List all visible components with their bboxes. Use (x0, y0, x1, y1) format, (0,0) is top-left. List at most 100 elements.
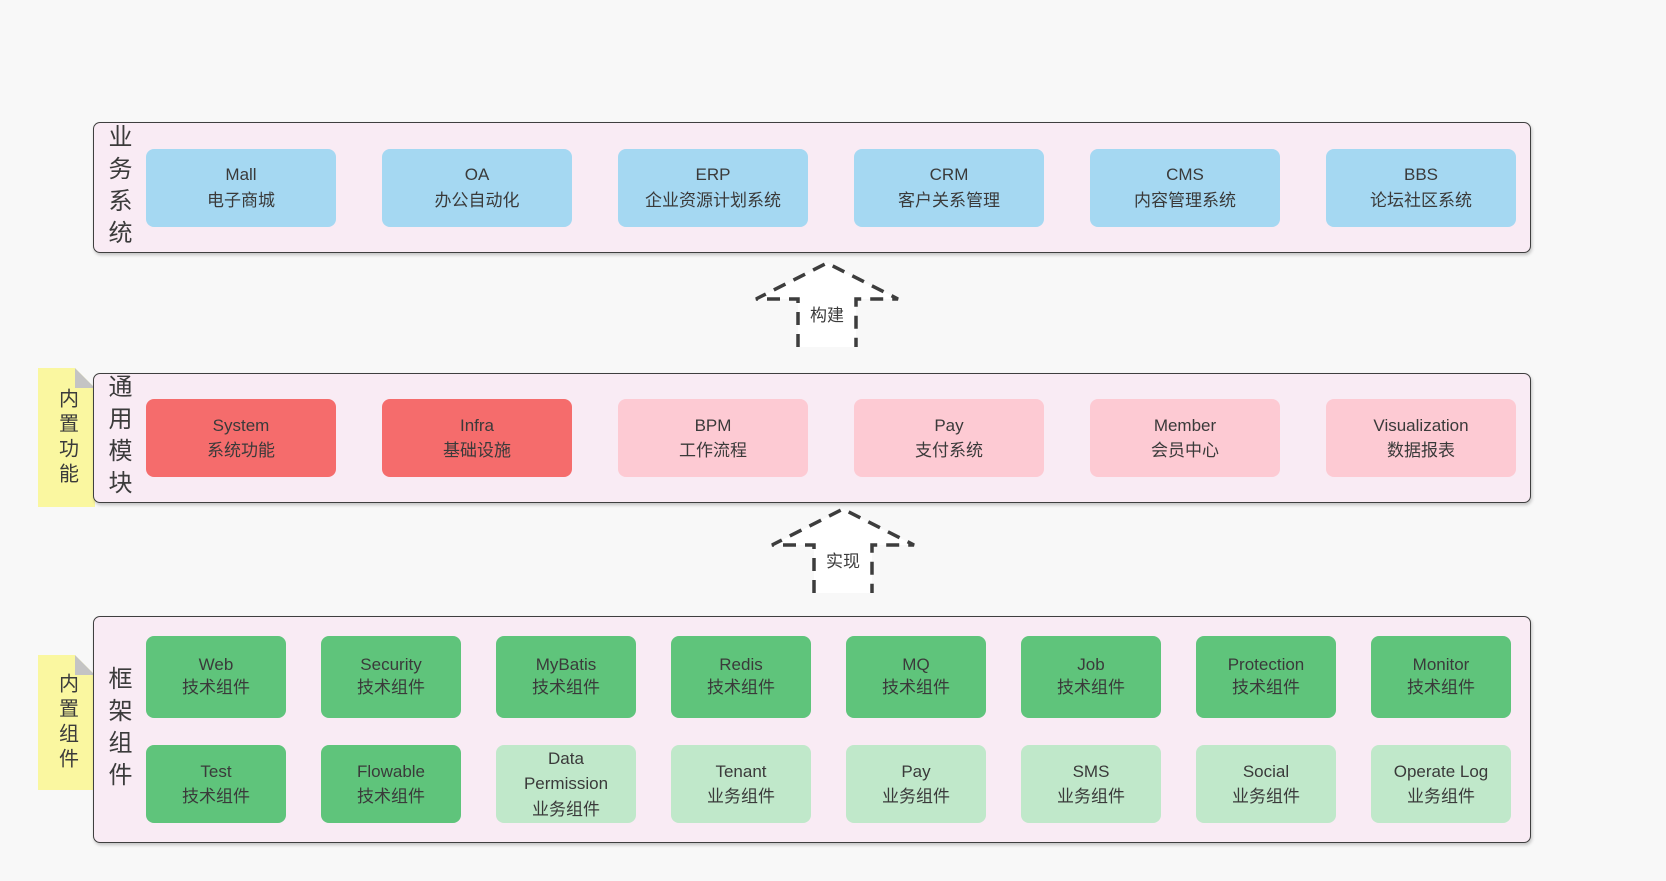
node-line: 技术组件 (532, 678, 600, 697)
node-bpm: BPM 工作流程 (618, 399, 808, 477)
node-cms: CMS 内容管理系统 (1090, 148, 1280, 227)
node-flowable: Flowable 技术组件 (321, 745, 461, 823)
node-line: BPM (694, 415, 732, 435)
node-line: 业务组件 (1057, 787, 1125, 806)
node-bbs: BBS 论坛社区系统 (1326, 148, 1516, 227)
node-redis: Redis 技术组件 (671, 636, 811, 718)
node-mybatis: MyBatis 技术组件 (496, 636, 636, 718)
node-pay: Pay 业务组件 (846, 745, 986, 823)
node-line: 业务组件 (532, 799, 600, 819)
node-tenant: Tenant 业务组件 (671, 745, 811, 823)
node-line: Infra (459, 415, 495, 435)
node-line: 业务组件 (882, 787, 950, 806)
arrow-label: 构建 (806, 300, 848, 327)
node-visualization: Visualization 数据报表 (1326, 399, 1516, 477)
node-line: 基础设施 (443, 441, 511, 460)
node-line: 技术组件 (357, 678, 425, 697)
node-line: Monitor (1412, 655, 1470, 675)
arrow-implement: 实现 (768, 506, 918, 596)
band-side-label: 业务系统 (104, 123, 131, 252)
sticky-note-label: 内置组件 (55, 672, 78, 773)
node-job: Job 技术组件 (1021, 636, 1161, 718)
node-line: 会员中心 (1151, 441, 1219, 460)
node-social: Social 业务组件 (1196, 745, 1336, 823)
node-test: Test 技术组件 (146, 745, 286, 823)
node-line: Tenant (715, 761, 767, 781)
node-mq: MQ 技术组件 (846, 636, 986, 718)
sticky-note-built-in-components: 内置组件 (38, 655, 95, 790)
sticky-fold-icon (75, 368, 95, 388)
node-line: Flowable (356, 761, 426, 781)
node-line: SMS (1072, 761, 1110, 781)
node-line: MyBatis (535, 655, 597, 675)
node-monitor: Monitor 技术组件 (1371, 636, 1511, 718)
band-side-label: 通用模块 (104, 374, 131, 502)
node-line: 论坛社区系统 (1370, 190, 1472, 210)
node-line: 技术组件 (707, 678, 775, 697)
node-line: Data (548, 748, 584, 768)
node-line: 技术组件 (882, 678, 950, 697)
node-line: CRM (929, 165, 969, 184)
node-line: OA (464, 165, 490, 184)
node-line: Job (1077, 655, 1105, 675)
node-line: 技术组件 (1232, 678, 1300, 697)
band-side-label: 框架组件 (104, 665, 131, 794)
node-line: Protection (1227, 655, 1305, 675)
node-line: Pay (934, 415, 964, 435)
node-line: 电子商城 (207, 190, 275, 210)
node-line: 支付系统 (915, 441, 983, 460)
node-line: Permission (523, 774, 609, 794)
node-web: Web 技术组件 (146, 636, 286, 718)
node-line: Visualization (1373, 415, 1469, 435)
node-line: 技术组件 (1407, 678, 1475, 697)
node-line: 技术组件 (182, 787, 250, 806)
node-line: BBS (1403, 165, 1439, 184)
node-infra: Infra 基础设施 (382, 399, 572, 477)
node-member: Member 会员中心 (1090, 399, 1280, 477)
node-line: 内容管理系统 (1134, 190, 1236, 210)
node-line: ERP (695, 165, 731, 184)
node-crm: CRM 客户关系管理 (854, 148, 1044, 227)
node-line: MQ (902, 655, 930, 675)
node-line: 技术组件 (1057, 678, 1125, 697)
sticky-note-label: 内置功能 (55, 387, 78, 488)
node-line: CMS (1166, 165, 1204, 184)
node-line: 客户关系管理 (898, 190, 1000, 210)
node-line: 业务组件 (1232, 787, 1300, 806)
arrow-build: 构建 (752, 260, 902, 350)
node-line: 技术组件 (357, 787, 425, 806)
node-line: Security (360, 655, 422, 675)
node-line: Operate Log (1393, 761, 1489, 781)
node-line: 数据报表 (1387, 441, 1455, 460)
node-erp: ERP 企业资源计划系统 (618, 148, 808, 227)
node-line: 业务组件 (1407, 787, 1475, 806)
node-pay: Pay 支付系统 (854, 399, 1044, 477)
node-operate-log: Operate Log 业务组件 (1371, 745, 1511, 823)
node-sms: SMS 业务组件 (1021, 745, 1161, 823)
arrow-label: 实现 (822, 546, 864, 573)
node-line: Web (198, 655, 234, 675)
node-protection: Protection 技术组件 (1196, 636, 1336, 718)
sticky-fold-icon (75, 655, 95, 675)
node-line: Test (200, 761, 232, 781)
node-line: Member (1153, 415, 1217, 435)
node-line: Social (1242, 761, 1290, 781)
node-line: System (212, 415, 270, 435)
node-line: 业务组件 (707, 787, 775, 806)
node-line: 工作流程 (679, 441, 747, 460)
node-line: Pay (901, 761, 931, 781)
node-line: 技术组件 (182, 678, 250, 697)
node-line: Redis (719, 655, 763, 675)
node-line: 企业资源计划系统 (645, 190, 781, 210)
